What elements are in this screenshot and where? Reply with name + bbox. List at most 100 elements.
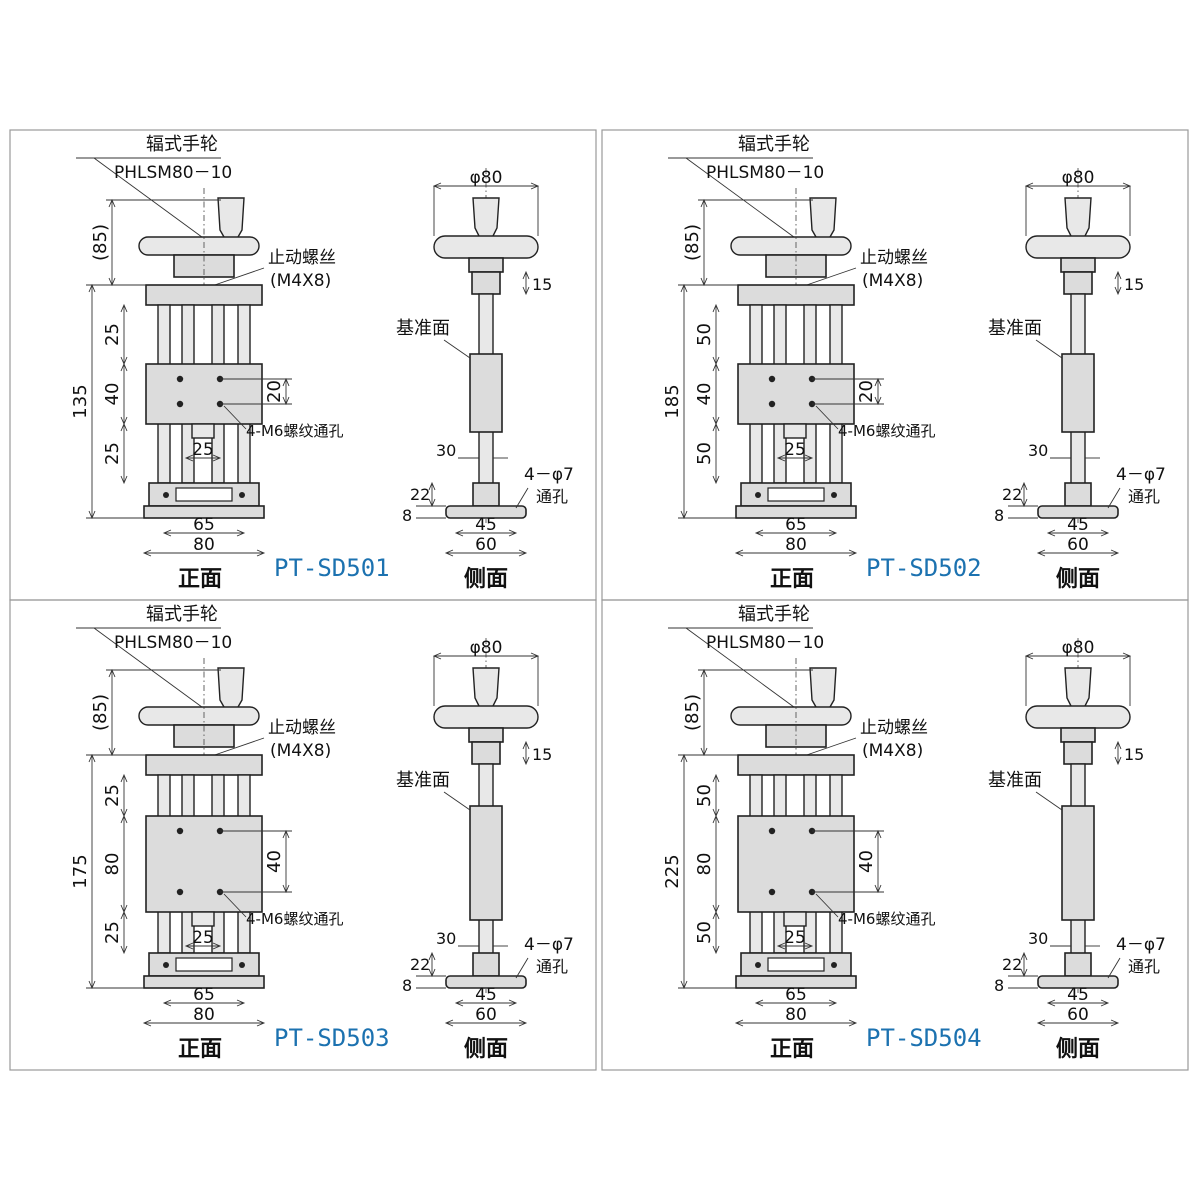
dim-side-outer-label: 60 (475, 1005, 497, 1025)
handwheel-code: PHLSM80－10 (706, 633, 824, 653)
front-view-label: 正面 (178, 567, 222, 592)
dim-base-inner-arrow-left (754, 999, 764, 1007)
dim-lower-arrow-bottom (712, 475, 720, 485)
dim-side-inner-arrow-left (454, 999, 464, 1007)
front-view: 辐式手轮 PHLSM80－10 止动螺丝 (M4X8) (85)22550805… (662, 604, 935, 1027)
dim-collar-label: 15 (532, 275, 552, 294)
dim-wheel-dia-label: φ80 (470, 638, 503, 658)
dim-side-outer-arrow-right (518, 549, 528, 557)
dim-wheel-dia-label: φ80 (470, 168, 503, 188)
dim-lower-arrow-top (120, 422, 128, 432)
side-foot (472, 482, 500, 507)
side-carriage (1061, 805, 1095, 921)
through-hole-label: 4－φ7 (524, 935, 574, 955)
dim-hole-pitch-label: 40 (856, 850, 877, 873)
dim-base-outer-arrow-left (142, 1019, 152, 1027)
handwheel-leader (685, 157, 799, 241)
dim-mid-label: 80 (694, 853, 715, 876)
dim-side-outer-arrow-left (1036, 1019, 1046, 1027)
dim-base-outer-label: 80 (785, 1005, 807, 1025)
side-collar (1063, 741, 1093, 765)
through-hole-leader (1107, 957, 1121, 979)
technical-drawing: 辐式手轮 PHLSM80－10 止动螺丝 (M4X8) (85)13525402… (9, 129, 597, 601)
side-knob (1064, 197, 1092, 241)
dim-hole-pitch-label: 20 (856, 380, 877, 403)
side-carriage (469, 805, 503, 921)
through-hole-leader (1107, 487, 1121, 509)
tap-hole-leader (223, 405, 247, 430)
foot-hole (239, 492, 245, 498)
dim-side-outer-arrow-right (518, 1019, 528, 1027)
dim-side-inner-label: 45 (1067, 515, 1089, 535)
dim-slot-label: 25 (192, 440, 214, 460)
dim-base-inner-arrow-right (828, 529, 838, 537)
tap-hole-dot (176, 375, 184, 383)
dim-lower-label: 50 (694, 921, 715, 944)
front-view: 辐式手轮 PHLSM80－10 止动螺丝 (M4X8) (85)17525802… (70, 604, 343, 1027)
tap-hole-label: 4-M6螺纹通孔 (838, 910, 935, 928)
dim-base-inner-arrow-right (236, 529, 246, 537)
dim-foot-h-arrow-top (1020, 481, 1028, 491)
tap-hole-dot (768, 400, 776, 408)
dim-total-label: 185 (662, 384, 683, 418)
through-hole-leader (515, 957, 529, 979)
front-view: 辐式手轮 PHLSM80－10 止动螺丝 (M4X8) (85)13525402… (70, 134, 343, 557)
handwheel-title: 辐式手轮 (738, 134, 810, 155)
side-hub (468, 257, 504, 273)
slot (783, 423, 807, 439)
dim-foot-t-label: 8 (402, 506, 412, 525)
handwheel-title: 辐式手轮 (738, 604, 810, 625)
dim-lower-label: 25 (102, 442, 123, 465)
dim-side-outer-arrow-left (1036, 549, 1046, 557)
dim-base-outer-arrow-left (142, 549, 152, 557)
dim-upper-arrow-top (712, 303, 720, 313)
dim-top-label: (85) (90, 694, 111, 731)
dim-foot-h-label: 22 (410, 955, 430, 974)
side-foot (1064, 952, 1092, 977)
dim-wheel-dia-label: φ80 (1062, 168, 1095, 188)
top-plate (737, 754, 855, 776)
model-label: PT-SD502 (866, 554, 982, 582)
dim-collar-label: 15 (1124, 745, 1144, 764)
slot (191, 911, 215, 927)
stop-screw-code: (M4X8) (862, 741, 923, 761)
dim-slot-label: 25 (784, 928, 806, 948)
dim-base-outer-label: 80 (193, 1005, 215, 1025)
dim-side-inner-arrow-right (1100, 999, 1110, 1007)
side-wheel (433, 235, 539, 259)
handwheel-rim (138, 236, 260, 256)
dim-base-outer-arrow-right (848, 549, 858, 557)
tap-hole-dot (768, 375, 776, 383)
foot-hole (831, 492, 837, 498)
dim-lower-arrow-top (712, 910, 720, 920)
dim-slot-arrow-left (184, 942, 194, 950)
dim-lower-arrow-bottom (712, 945, 720, 955)
dim-collar-arrow-bottom (1114, 286, 1122, 296)
foot-hole (163, 492, 169, 498)
ref-face-leader (443, 339, 471, 359)
side-wheel (1025, 705, 1131, 729)
ref-face-leader (1035, 791, 1063, 811)
side-wheel (433, 705, 539, 729)
dim-upper-label: 50 (694, 323, 715, 346)
top-plate (737, 284, 855, 306)
dim-side-inner-arrow-left (454, 529, 464, 537)
dim-foot-h-arrow-top (428, 481, 436, 491)
dim-side-inner-arrow-right (508, 529, 518, 537)
foot-window (175, 957, 233, 972)
dim-base-outer-arrow-right (256, 1019, 266, 1027)
dim-base-inner-arrow-right (236, 999, 246, 1007)
side-base (1037, 975, 1119, 989)
stop-screw-code: (M4X8) (270, 271, 331, 291)
dim-slot-arrow-right (212, 454, 222, 462)
dim-collar-label: 15 (1124, 275, 1144, 294)
dim-slot-arrow-left (184, 454, 194, 462)
dim-side-inner-label: 45 (1067, 985, 1089, 1005)
front-view-label: 正面 (178, 1037, 222, 1062)
side-knob (472, 667, 500, 711)
dim-lower-arrow-bottom (120, 945, 128, 955)
